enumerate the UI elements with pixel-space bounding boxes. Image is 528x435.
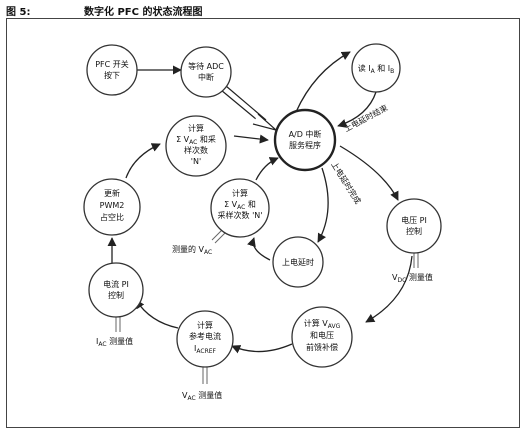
svg-text:计算: 计算 [197, 320, 213, 330]
input-label-measured-vac: 测量的 VAC [172, 244, 212, 256]
svg-text:读 IA 和 IB: 读 IA 和 IB [358, 63, 395, 75]
state-voltage-pi: 电压 PI 控制 [386, 198, 442, 254]
input-mark-iac [115, 316, 121, 332]
svg-text:和电压: 和电压 [310, 330, 334, 340]
edge-delay-to-inner [247, 237, 271, 261]
svg-text:电压 PI: 电压 PI [401, 215, 427, 225]
svg-text:采样次数 'N': 采样次数 'N' [218, 210, 263, 220]
svg-text:Σ VAC 和: Σ VAC 和 [224, 200, 256, 211]
state-update-pwm2: 更新 PWM2 占空比 [83, 178, 141, 236]
svg-text:电流 PI: 电流 PI [103, 279, 129, 289]
svg-text:上电延时: 上电延时 [282, 257, 314, 267]
edge-label-powerup-not-done: 上电延时完成 [329, 160, 363, 206]
state-calc-sum-vac-inner: 计算 Σ VAC 和 采样次数 'N' [210, 178, 270, 238]
input-label-vdc: VDC 测量值 [392, 272, 433, 284]
svg-text:控制: 控制 [406, 226, 422, 236]
svg-text:参考电流: 参考电流 [189, 331, 221, 341]
state-pfc-switch: PFC 开关 按下 [86, 44, 138, 96]
svg-text:IACREF: IACREF [194, 344, 217, 355]
figure-heading: 图 5: 数字化 PFC 的状态流程图 [6, 2, 526, 18]
edge-vpi-to-vavg [365, 255, 413, 323]
svg-text:中断: 中断 [198, 72, 214, 82]
input-mark-vdc [413, 252, 419, 268]
figure-title: 数字化 PFC 的状态流程图 [84, 7, 203, 18]
state-ad-isr: A/D 中断 服务程序 [273, 108, 337, 172]
edge-isr-to-read [295, 51, 351, 113]
edge-isr-to-delay [317, 167, 329, 243]
svg-text:PFC 开关: PFC 开关 [95, 59, 129, 69]
edge-wait-to-isr [220, 85, 277, 131]
svg-text:计算: 计算 [188, 123, 204, 133]
edge-inner-to-isr [255, 157, 279, 181]
edge-vavg-to-iacref [231, 343, 293, 354]
svg-text:占空比: 占空比 [100, 212, 124, 222]
svg-text:服务程序: 服务程序 [289, 140, 321, 150]
state-wait-adc: 等待 ADC 中断 [180, 46, 232, 98]
edge-isr-to-vpi [339, 145, 399, 201]
svg-text:等待 ADC: 等待 ADC [188, 61, 224, 71]
svg-text:按下: 按下 [104, 70, 120, 80]
state-read-ia-ib: 读 IA 和 IB [351, 43, 401, 93]
edge-calc-to-isr [233, 134, 269, 144]
edge-read-to-isr [337, 91, 377, 128]
edge-pwm2-to-calc [125, 143, 161, 179]
input-label-iac: IAC 测量值 [96, 336, 133, 348]
svg-text:前馈补偿: 前馈补偿 [306, 342, 338, 352]
svg-text:更新: 更新 [104, 188, 120, 198]
edge-iacref-to-currentpi [135, 299, 179, 329]
state-current-pi: 电流 PI 控制 [88, 262, 144, 318]
svg-text:A/D 中断: A/D 中断 [289, 129, 322, 139]
svg-text:样次数: 样次数 [184, 145, 208, 155]
state-calc-sum-vac: 计算 Σ VAC 和采 样次数 'N' [165, 115, 227, 177]
svg-text:计算: 计算 [232, 188, 248, 198]
figure-label: 图 5: [6, 7, 31, 18]
svg-text:控制: 控制 [108, 290, 124, 300]
state-calc-vavg: 计算 VAVG 和电压 前馈补偿 [291, 306, 353, 368]
diagram-frame [6, 18, 520, 428]
svg-text:Σ VAC 和采: Σ VAC 和采 [176, 134, 216, 146]
svg-text:计算 VAVG: 计算 VAVG [304, 318, 341, 330]
edge-label-powerup-done: 上电延时结束 [342, 102, 389, 133]
svg-text:'N': 'N' [191, 157, 201, 166]
state-calc-iacref: 计算 参考电流 IACREF [176, 310, 234, 368]
input-mark-vac [202, 366, 208, 384]
svg-text:PWM2: PWM2 [100, 201, 125, 210]
state-powerup-delay: 上电延时 [272, 236, 324, 288]
input-label-vac: VAC 测量值 [182, 390, 222, 402]
